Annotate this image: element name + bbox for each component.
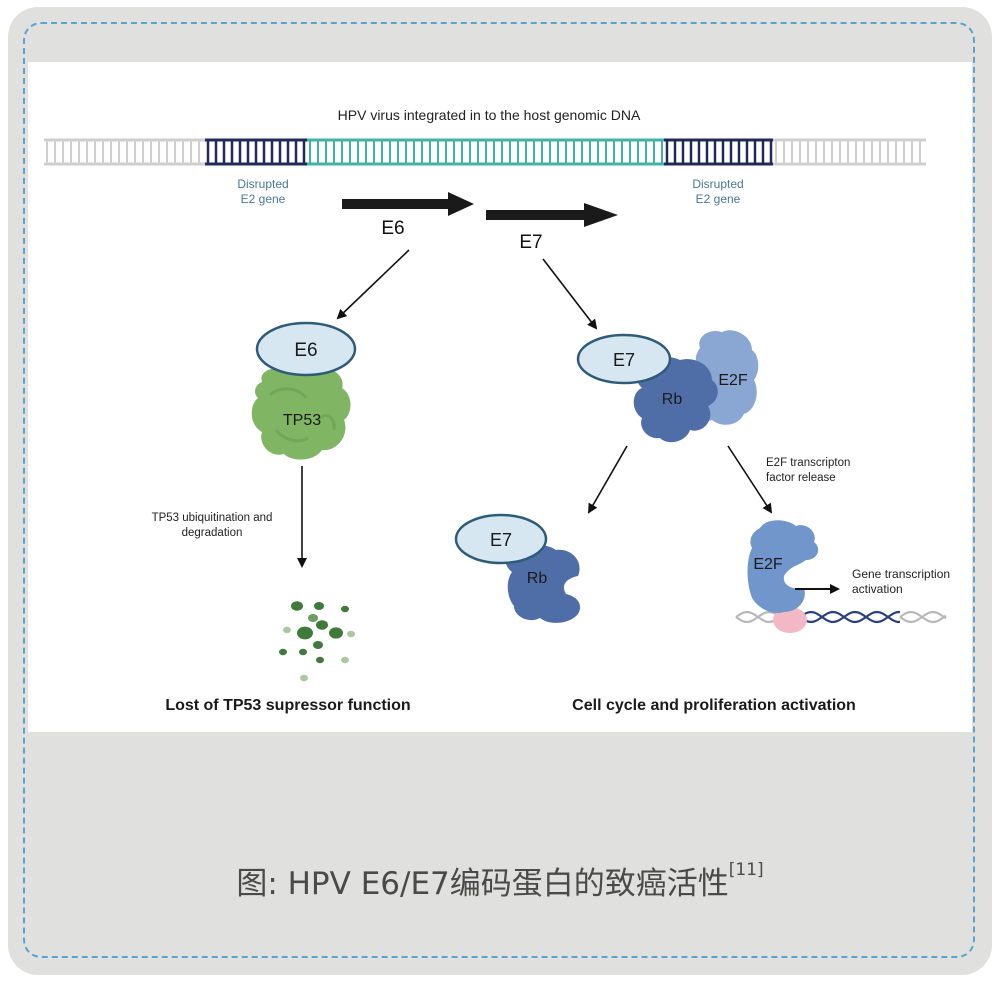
figure-caption: 图: HPV E6/E7编码蛋白的致癌活性[11] [0, 858, 1000, 903]
e7-protein-released [454, 513, 548, 565]
e7-released-label: E7 [490, 530, 512, 550]
e7-protein [576, 333, 672, 385]
e6-protein-label: E6 [294, 340, 317, 361]
arrow-e7-to-complex [542, 258, 598, 330]
helix-strand [799, 610, 901, 624]
e2f-protein-label: E2F [718, 372, 748, 389]
rb-released-label: Rb [527, 570, 548, 587]
gene-activation-line1: Gene transcription [852, 567, 950, 581]
caption-text: 图: HPV E6/E7编码蛋白的致癌活性 [236, 866, 729, 902]
protein-fragment [313, 641, 323, 649]
rb-protein-released [505, 544, 581, 623]
left-outcome: Lost of TP53 supressor function [165, 697, 410, 714]
e2f-release-line2: factor release [766, 472, 836, 484]
target-dna-helix [735, 610, 947, 624]
helix-strand [799, 610, 901, 624]
protein-fragment [279, 648, 287, 656]
e2f-release-line1: E2F transcripton [766, 457, 850, 469]
e6-protein [255, 321, 357, 377]
left-e2-label-line2: E2 gene [241, 192, 286, 206]
protein-fragment [308, 614, 318, 622]
tp53-step-line1: TP53 ubiquitination and [152, 512, 273, 524]
tp53-protein [251, 363, 351, 460]
protein-fragment [283, 626, 291, 634]
protein-fragment [300, 674, 308, 682]
genomic-dna [44, 138, 926, 166]
e7-gene-label: E7 [519, 232, 542, 253]
tp53-label: TP53 [283, 412, 321, 429]
host-dna-left [44, 138, 205, 166]
e2f-free-label: E2F [753, 556, 783, 573]
tp53-fragments [279, 601, 355, 682]
protein-fragment [341, 656, 349, 664]
right-e2-label-line1: Disrupted [692, 177, 743, 191]
protein-fragment [299, 648, 307, 656]
protein-fragment [314, 602, 324, 610]
e2-gene-left [205, 138, 307, 166]
arrow-to-e7-rb [588, 445, 628, 514]
arrow-e6-to-protein [336, 249, 410, 320]
protein-fragment [297, 626, 313, 640]
protein-fragment [291, 601, 303, 611]
arrow-to-e2f-release [727, 445, 773, 514]
protein-fragment [341, 605, 349, 613]
helix-strand [899, 611, 947, 624]
protein-fragment [347, 630, 355, 638]
e7-protein-label: E7 [613, 350, 635, 370]
tp53-step-line2: degradation [182, 527, 243, 539]
gene-activation-line2: activation [852, 582, 903, 596]
dashed-border [23, 22, 975, 958]
rb-protein-label: Rb [662, 391, 683, 408]
diagram-title: HPV virus integrated in to the host geno… [338, 107, 641, 123]
helix-strand [899, 610, 947, 623]
host-dna-right [773, 138, 926, 166]
e6-gene-arrow [342, 192, 474, 216]
e2-gene-right [664, 138, 773, 166]
viral-dna [307, 138, 664, 166]
e6-gene-label: E6 [381, 218, 404, 239]
protein-fragment [316, 656, 324, 664]
e7-gene-arrow [486, 203, 618, 227]
promoter-site [773, 607, 807, 633]
right-e2-label-line2: E2 gene [696, 192, 741, 206]
left-e2-label-line1: Disrupted [237, 177, 288, 191]
right-outcome: Cell cycle and proliferation activation [572, 697, 856, 714]
caption-reference: [11] [728, 860, 764, 880]
protein-fragment [316, 620, 328, 630]
protein-fragment [329, 627, 343, 639]
